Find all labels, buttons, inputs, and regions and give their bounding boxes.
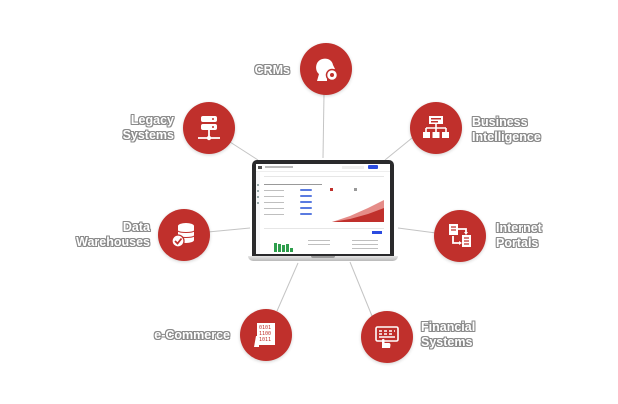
bar-chart <box>274 236 304 252</box>
hand-keyboard-icon <box>375 326 399 348</box>
sidebar-dot <box>257 184 259 186</box>
table-pill <box>300 195 312 197</box>
documents-flow-icon <box>449 224 471 247</box>
head-gear-icon <box>316 58 339 82</box>
search-bar <box>342 166 364 169</box>
table-row <box>352 244 378 245</box>
legacy-systems-label: Legacy Systems <box>122 113 174 142</box>
binary-code-icon: 0101 1100 1011 <box>254 323 275 347</box>
laptop-screen-frame <box>252 160 394 256</box>
svg-text:1100: 1100 <box>259 331 271 337</box>
sidebar-dot <box>257 202 259 204</box>
bar <box>278 244 281 252</box>
table-row <box>264 190 284 191</box>
area-chart <box>330 188 384 222</box>
crms-node <box>300 43 352 95</box>
table-pill <box>300 201 312 203</box>
bar <box>286 244 289 252</box>
table-pill <box>300 213 312 215</box>
laptop-base <box>248 256 398 261</box>
table-row <box>264 208 284 209</box>
sidebar-dot <box>257 196 259 198</box>
e-commerce-node: 0101 1100 1011 <box>240 309 292 361</box>
section-divider <box>264 228 384 229</box>
business-intelligence-label: Business Intelligence <box>472 115 541 144</box>
data-warehouses-label: Data Warehouses <box>76 220 150 249</box>
app-logo-icon <box>258 166 262 169</box>
table-row <box>264 214 284 215</box>
table-pill <box>300 207 312 209</box>
internet-portals-label: Internet Portals <box>496 221 542 250</box>
data-warehouses-node <box>158 209 210 261</box>
filter-row <box>264 176 384 177</box>
link-e-commerce <box>276 262 299 312</box>
app-title-bar <box>265 166 293 168</box>
legacy-systems-node <box>183 102 235 154</box>
table-row <box>352 248 378 249</box>
sidebar-dot <box>257 190 259 192</box>
table-row <box>308 244 330 245</box>
financial-systems-node <box>361 311 413 363</box>
legend-red <box>330 188 333 191</box>
table-row <box>264 196 284 197</box>
link-internet-portals <box>397 227 437 234</box>
dashboard-screen <box>256 164 390 254</box>
laptop-dashboard-icon <box>248 160 398 263</box>
primary-button <box>368 165 378 169</box>
org-chart-icon <box>423 116 449 138</box>
e-commerce-label: e-Commerce <box>154 328 230 342</box>
bar <box>290 248 293 252</box>
area-dark <box>332 208 384 222</box>
business-intelligence-node <box>410 102 462 154</box>
table-pill <box>300 189 312 191</box>
bar <box>282 245 285 252</box>
svg-text:1011: 1011 <box>259 337 271 343</box>
bar <box>274 243 277 252</box>
link-business-intelligence <box>384 137 413 161</box>
table-header <box>264 184 322 185</box>
laptop-notch <box>311 256 335 258</box>
link-financial-systems <box>349 261 373 317</box>
table-row <box>308 240 330 241</box>
dashboard-app-bar <box>256 164 390 172</box>
database-check-icon <box>171 223 195 248</box>
table-row <box>352 240 378 241</box>
table-row <box>264 202 284 203</box>
internet-portals-node <box>434 210 486 262</box>
dashboard-sidebar <box>256 172 260 254</box>
financial-systems-label: Financial Systems <box>421 320 476 349</box>
server-network-icon <box>198 116 220 141</box>
svg-text:0101: 0101 <box>259 325 271 331</box>
legend-gray <box>354 188 357 191</box>
link-crms <box>322 93 325 159</box>
secondary-button <box>372 231 382 234</box>
link-legacy-systems <box>229 141 259 161</box>
crms-label: CRMs <box>254 63 290 77</box>
link-data-warehouses <box>207 227 251 233</box>
